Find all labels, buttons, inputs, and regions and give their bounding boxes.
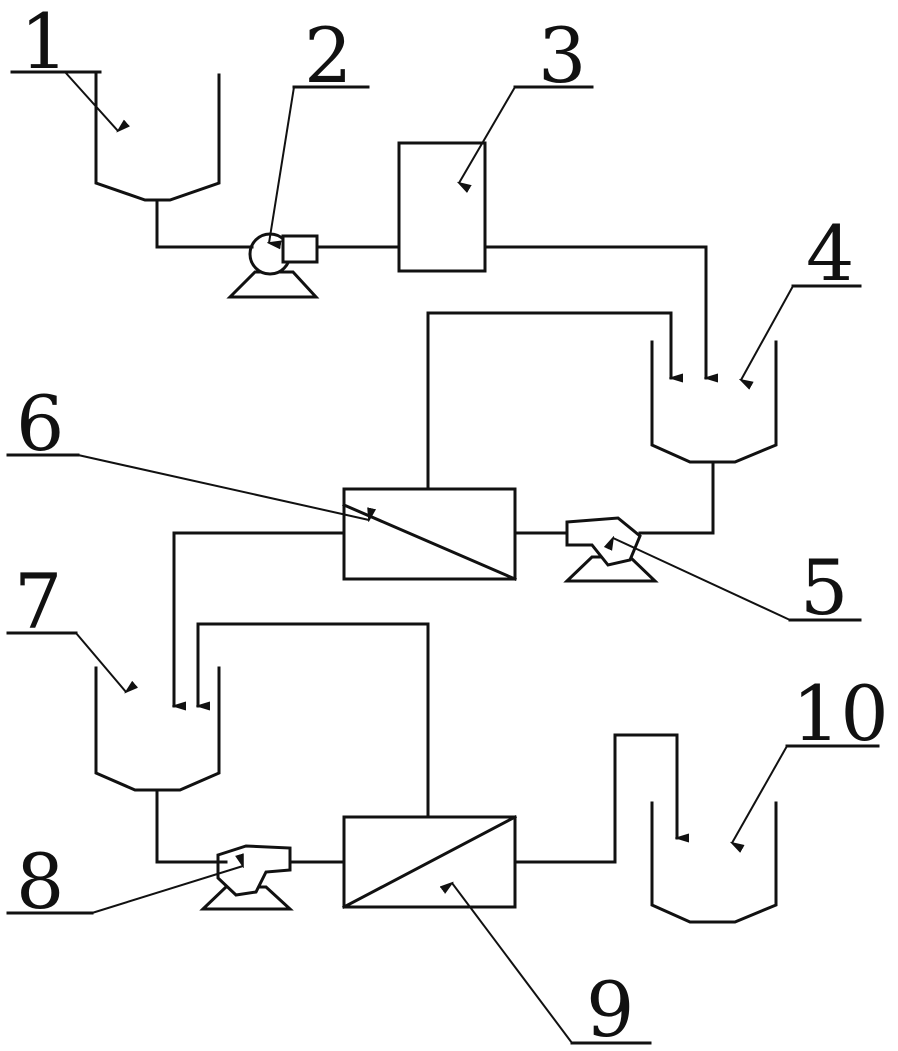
leader-line-2 bbox=[269, 86, 295, 243]
tank-10 bbox=[650, 801, 778, 924]
label-1: 1 bbox=[20, 0, 68, 86]
label-10: 10 bbox=[792, 669, 889, 758]
label-5: 5 bbox=[800, 543, 848, 632]
label-4: 4 bbox=[806, 209, 854, 298]
pump-5 bbox=[563, 516, 659, 583]
pipe-9-return-to-7 bbox=[198, 622, 430, 819]
pipe-1-to-2 bbox=[155, 198, 254, 249]
membrane-module-6 bbox=[342, 487, 517, 581]
pipe-9-to-10 bbox=[513, 733, 677, 864]
pipe-4-to-5 bbox=[638, 460, 715, 535]
tank-1 bbox=[94, 73, 221, 202]
pipe-7-to-8 bbox=[155, 788, 228, 864]
tank-7 bbox=[94, 666, 221, 792]
leader-line-10 bbox=[732, 745, 788, 843]
leader-line-9 bbox=[452, 883, 573, 1044]
pump-2 bbox=[226, 232, 320, 299]
leader-line-3 bbox=[459, 86, 516, 183]
pump-8 bbox=[199, 844, 294, 911]
membrane-module-9 bbox=[341, 814, 518, 910]
leader-line-7 bbox=[75, 632, 126, 692]
label-7: 7 bbox=[14, 557, 62, 646]
label-8: 8 bbox=[16, 837, 64, 926]
unit-3 bbox=[397, 141, 487, 273]
leader-line-8 bbox=[91, 866, 243, 914]
leader-line-5 bbox=[613, 538, 791, 621]
label-9: 9 bbox=[586, 965, 634, 1051]
label-3: 3 bbox=[538, 11, 586, 100]
pipe-6-return-to-4 bbox=[426, 311, 671, 491]
leader-line-6 bbox=[77, 454, 369, 520]
leader-line-1 bbox=[64, 71, 118, 131]
label-6: 6 bbox=[16, 379, 64, 468]
pipe-3-to-4 bbox=[483, 245, 706, 378]
leader-line-4 bbox=[741, 285, 794, 380]
label-2: 2 bbox=[304, 11, 352, 100]
pipe-6-to-7 bbox=[174, 531, 346, 706]
